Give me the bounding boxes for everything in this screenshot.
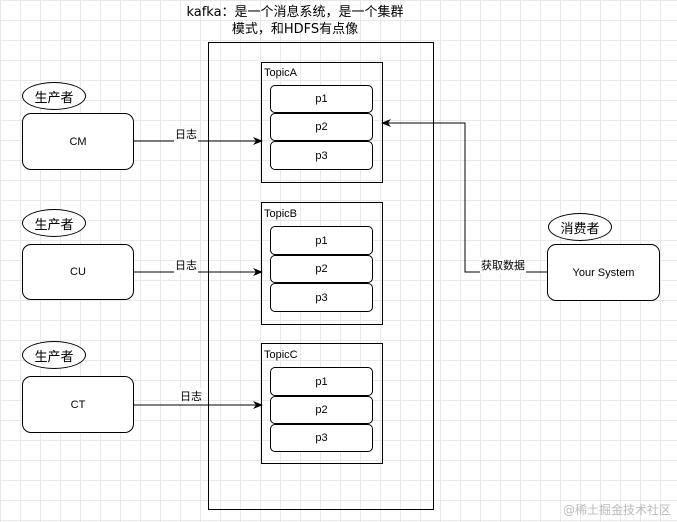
consumer-node-your-system[interactable]: Your System: [547, 244, 660, 301]
diagram-title: kafka：是一个消息系统，是一个集群模式，和HDFS有点像: [186, 5, 404, 37]
partition-a-p3[interactable]: p3: [270, 141, 373, 170]
kafka-cluster-top-edge: [208, 42, 434, 43]
producer-role-label-3: 生产者: [22, 341, 86, 369]
topic-box-b[interactable]: TopicB: [261, 202, 383, 325]
partition-b-p3[interactable]: p3: [270, 283, 373, 312]
producer-role-label-1: 生产者: [22, 82, 86, 110]
producer-node-cu[interactable]: CU: [22, 244, 134, 300]
partition-a-p1[interactable]: p1: [270, 85, 373, 113]
edge-label-log-2: 日志: [174, 257, 198, 273]
consumer-role-label: 消费者: [548, 213, 612, 241]
producer-node-ct[interactable]: CT: [22, 376, 134, 433]
topic-name: TopicA: [264, 67, 298, 79]
producer-role-label-2: 生产者: [22, 209, 86, 237]
partition-c-p3[interactable]: p3: [270, 424, 373, 452]
partition-b-p1[interactable]: p1: [270, 226, 373, 255]
edge-label-log-3: 日志: [179, 388, 203, 404]
edge-label-fetch-data: 获取数据: [480, 257, 526, 273]
topic-name: TopicC: [264, 349, 298, 361]
partition-c-p2[interactable]: p2: [270, 396, 373, 424]
topic-box-c[interactable]: TopicC: [261, 343, 383, 464]
edge-label-log-1: 日志: [174, 126, 198, 142]
partition-c-p1[interactable]: p1: [270, 367, 373, 396]
edge-consumer-topica: [381, 119, 547, 273]
producer-node-cm[interactable]: CM: [22, 113, 134, 170]
watermark: @稀土掘金技术社区: [562, 503, 671, 517]
topic-box-a[interactable]: TopicA: [261, 62, 383, 183]
partition-a-p2[interactable]: p2: [270, 113, 373, 141]
topic-name: TopicB: [264, 208, 298, 220]
kafka-cluster: [208, 42, 434, 510]
partition-b-p2[interactable]: p2: [270, 255, 373, 283]
